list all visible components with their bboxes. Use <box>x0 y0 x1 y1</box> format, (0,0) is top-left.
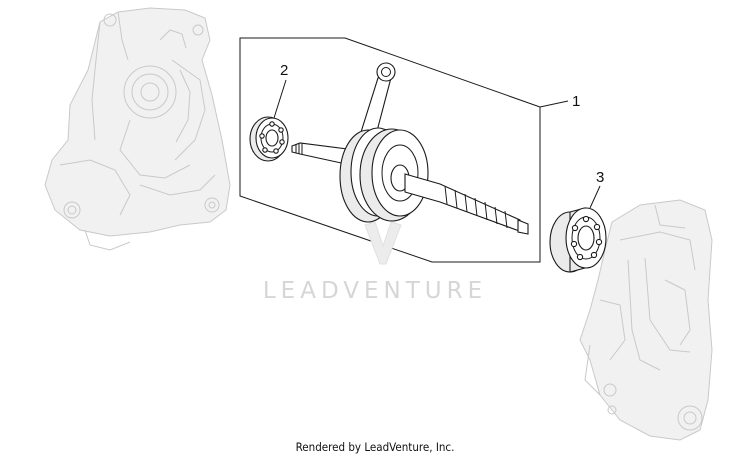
crankshaft-assembly <box>291 62 529 235</box>
leader-line-3 <box>589 185 601 209</box>
footer-credit: Rendered by LeadVenture, Inc. <box>296 440 455 454</box>
bearing-right <box>549 207 607 273</box>
watermark-text: LEADVENTURE <box>263 278 487 304</box>
leader-line-1 <box>539 100 569 108</box>
left-crankcase-ghost <box>44 7 231 251</box>
leader-line-2 <box>273 79 287 119</box>
watermark-logo <box>364 221 402 265</box>
assembly-outline <box>239 37 541 263</box>
right-crankcase-ghost <box>579 199 713 441</box>
callout-2: 2 <box>280 62 288 79</box>
callout-3: 3 <box>596 169 604 186</box>
bearing-left <box>249 116 289 162</box>
callout-1: 1 <box>572 93 580 110</box>
